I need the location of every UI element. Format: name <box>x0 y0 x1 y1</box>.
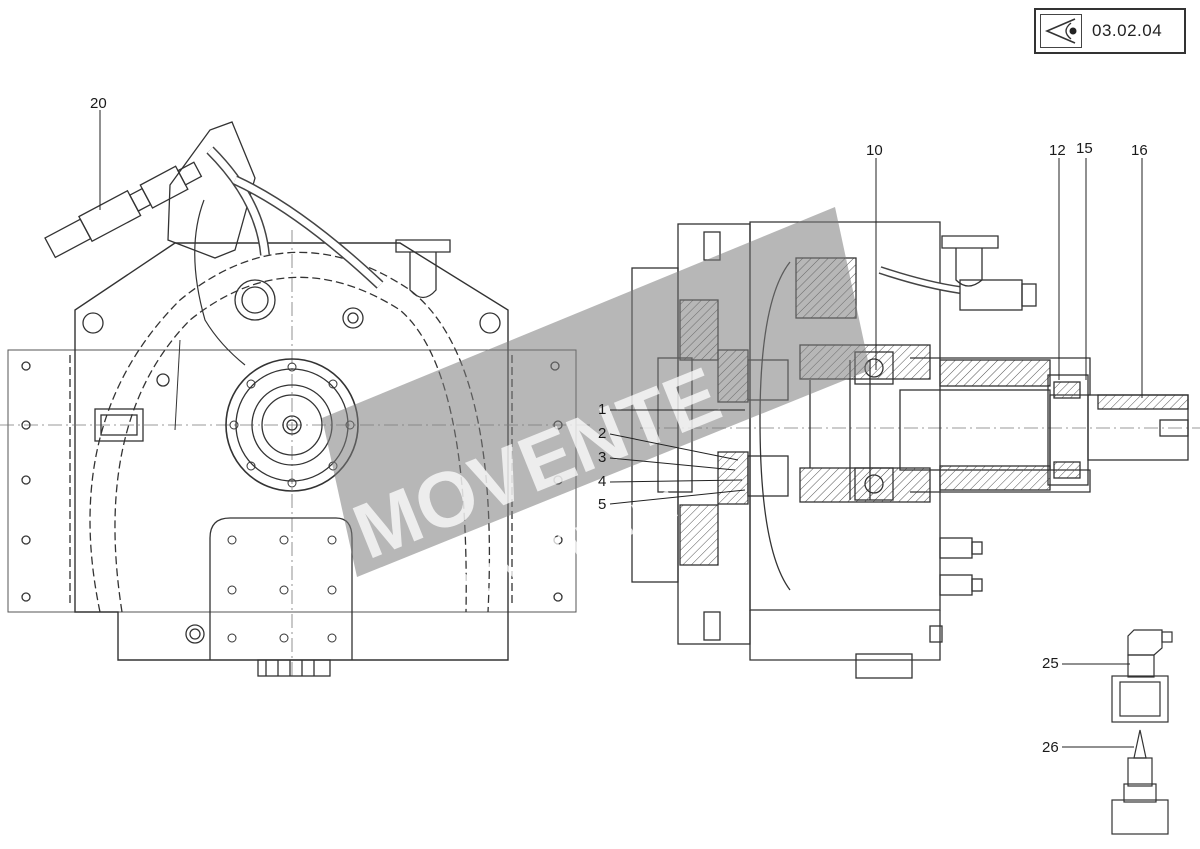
callout-1: 1 <box>598 401 606 418</box>
detail-26 <box>1111 729 1169 835</box>
callout-3: 3 <box>598 449 606 466</box>
detail-25 <box>1111 629 1173 723</box>
callout-20: 20 <box>90 95 107 112</box>
callout-10: 10 <box>866 142 883 159</box>
callout-12: 12 <box>1049 142 1066 159</box>
callout-4: 4 <box>598 473 606 490</box>
callout-25: 25 <box>1042 655 1059 672</box>
page-code: 03.02.04 <box>1092 21 1163 40</box>
watermark <box>322 207 870 577</box>
callout-26: 26 <box>1042 739 1059 756</box>
page-code-badge: 03.02.04 <box>1034 8 1186 54</box>
view-eye-icon <box>1040 14 1082 48</box>
leader-lines <box>99 110 1143 748</box>
callout-15: 15 <box>1076 140 1093 157</box>
callout-2: 2 <box>598 425 606 442</box>
callout-16: 16 <box>1131 142 1148 159</box>
callout-5: 5 <box>598 496 606 513</box>
